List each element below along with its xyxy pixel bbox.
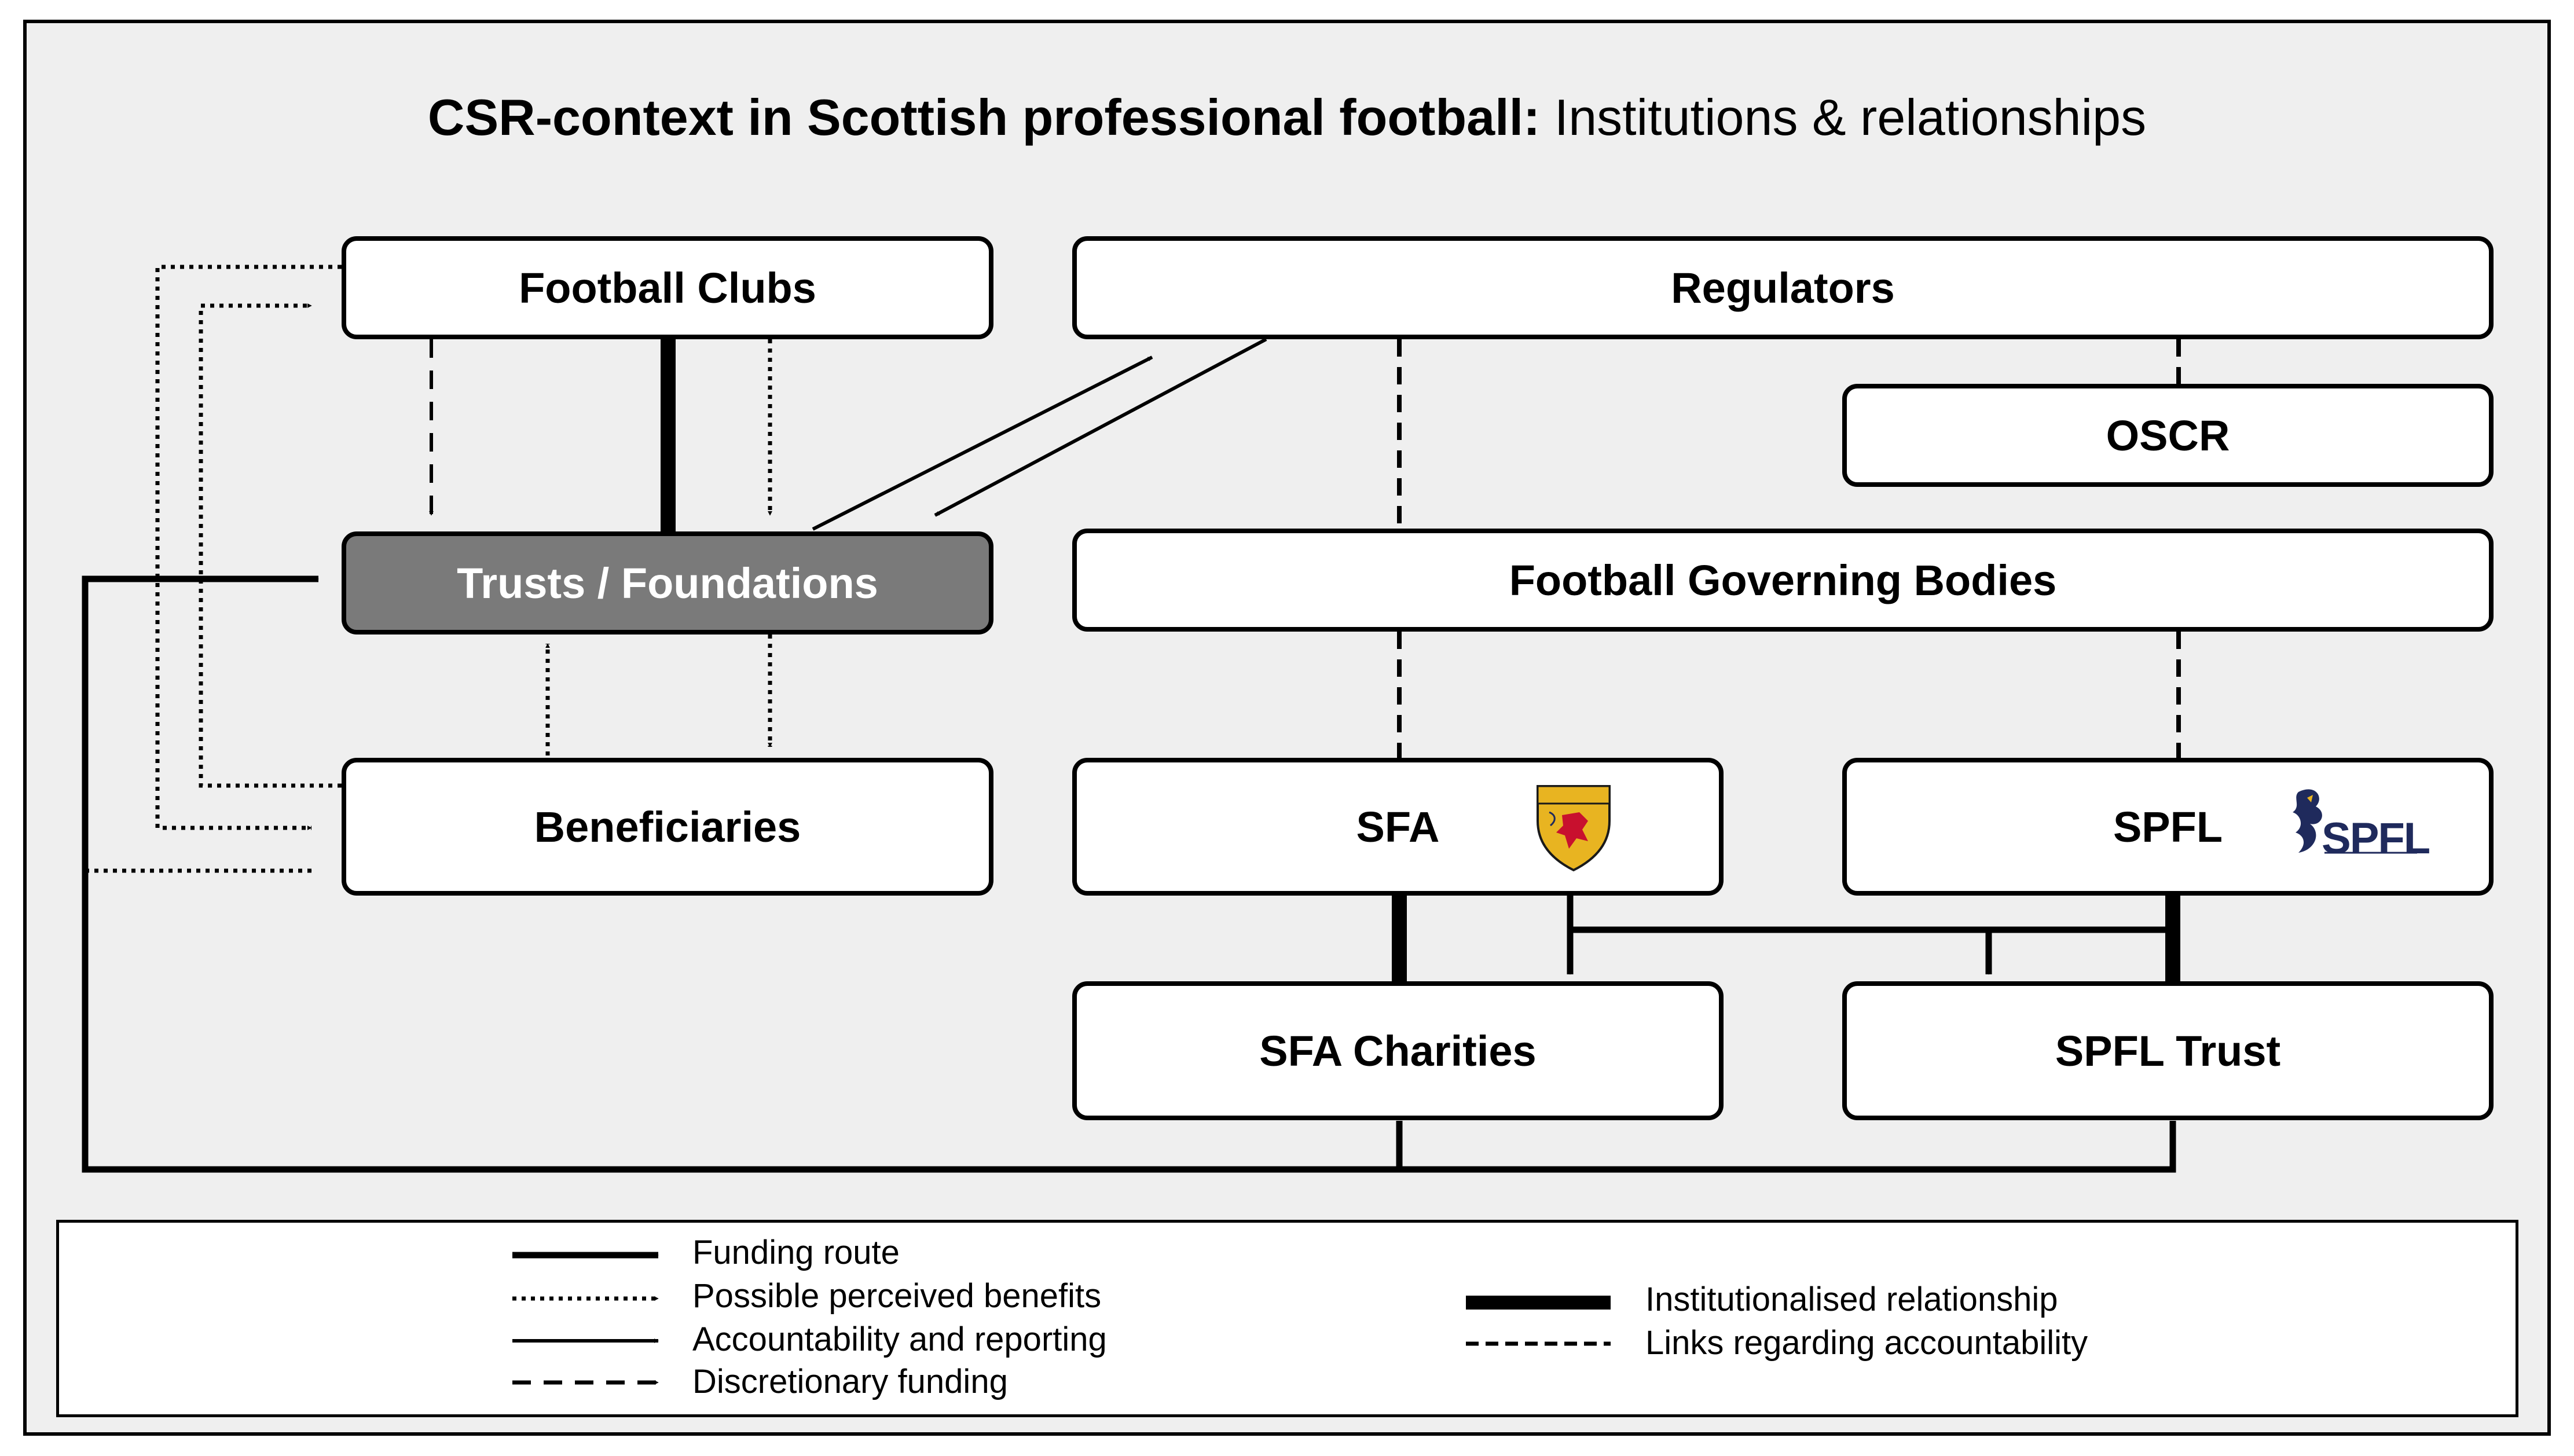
node-label: Regulators <box>1671 263 1895 312</box>
funding-route-bus <box>82 575 1403 1173</box>
legend-label-links-accountability: Links regarding accountability <box>1645 1324 2088 1362</box>
legend-samples <box>512 1252 1611 1385</box>
node-football-clubs: Football Clubs <box>342 236 993 339</box>
spfl-logo <box>2293 789 2417 854</box>
node-label: SPFL <box>2113 802 2223 851</box>
reporting-arrow-regulators-trusts <box>934 338 1267 517</box>
node-spfl-trust: SPFL Trust <box>1842 981 2494 1120</box>
node-label: SPFL Trust <box>2055 1026 2281 1075</box>
node-sfa-charities: SFA Charities <box>1072 981 1724 1120</box>
node-sfa: SFA <box>1072 758 1724 896</box>
node-football-governing-bodies: Football Governing Bodies <box>1072 529 2494 632</box>
node-beneficiaries: Beneficiaries <box>342 758 993 896</box>
node-oscr: OSCR <box>1842 384 2494 487</box>
legend-label-funding-route: Funding route <box>692 1234 900 1271</box>
node-label: Football Clubs <box>519 263 816 312</box>
benefit-arrow-clubs-beneficiaries <box>155 265 342 830</box>
legend-label-discretionary: Discretionary funding <box>692 1363 1008 1400</box>
node-spfl: SPFL <box>1842 758 2494 896</box>
legend: Funding route Possible perceived benefit… <box>56 1220 2518 1417</box>
legend-label-accountability: Accountability and reporting <box>692 1321 1107 1358</box>
node-label: SFA Charities <box>1259 1026 1537 1075</box>
reporting-arrow-trusts-regulators <box>812 355 1153 531</box>
node-label: Beneficiaries <box>534 802 801 851</box>
benefit-arrow-beneficiaries-clubs <box>199 303 342 788</box>
node-regulators: Regulators <box>1072 236 2494 339</box>
funding-route-spfl-trust-out <box>1399 1121 2176 1173</box>
node-trusts-foundations: Trusts / Foundations <box>342 531 993 635</box>
spfl-logo-text: SPFL <box>2322 814 2430 863</box>
node-label: Trusts / Foundations <box>457 559 878 607</box>
node-label: SFA <box>1356 802 1440 851</box>
node-label: Football Governing Bodies <box>1509 556 2057 604</box>
diagram-title: CSR-context in Scottish professional foo… <box>0 88 2574 147</box>
node-label: OSCR <box>2106 411 2230 460</box>
legend-label-institutionalised: Institutionalised relationship <box>1645 1281 2058 1318</box>
title-bold: CSR-context in Scottish professional foo… <box>427 89 1541 146</box>
legend-label-perceived-benefits: Possible perceived benefits <box>692 1277 1102 1315</box>
sfa-crest-logo <box>1537 785 1611 872</box>
title-rest: Institutions & relationships <box>1540 89 2147 146</box>
